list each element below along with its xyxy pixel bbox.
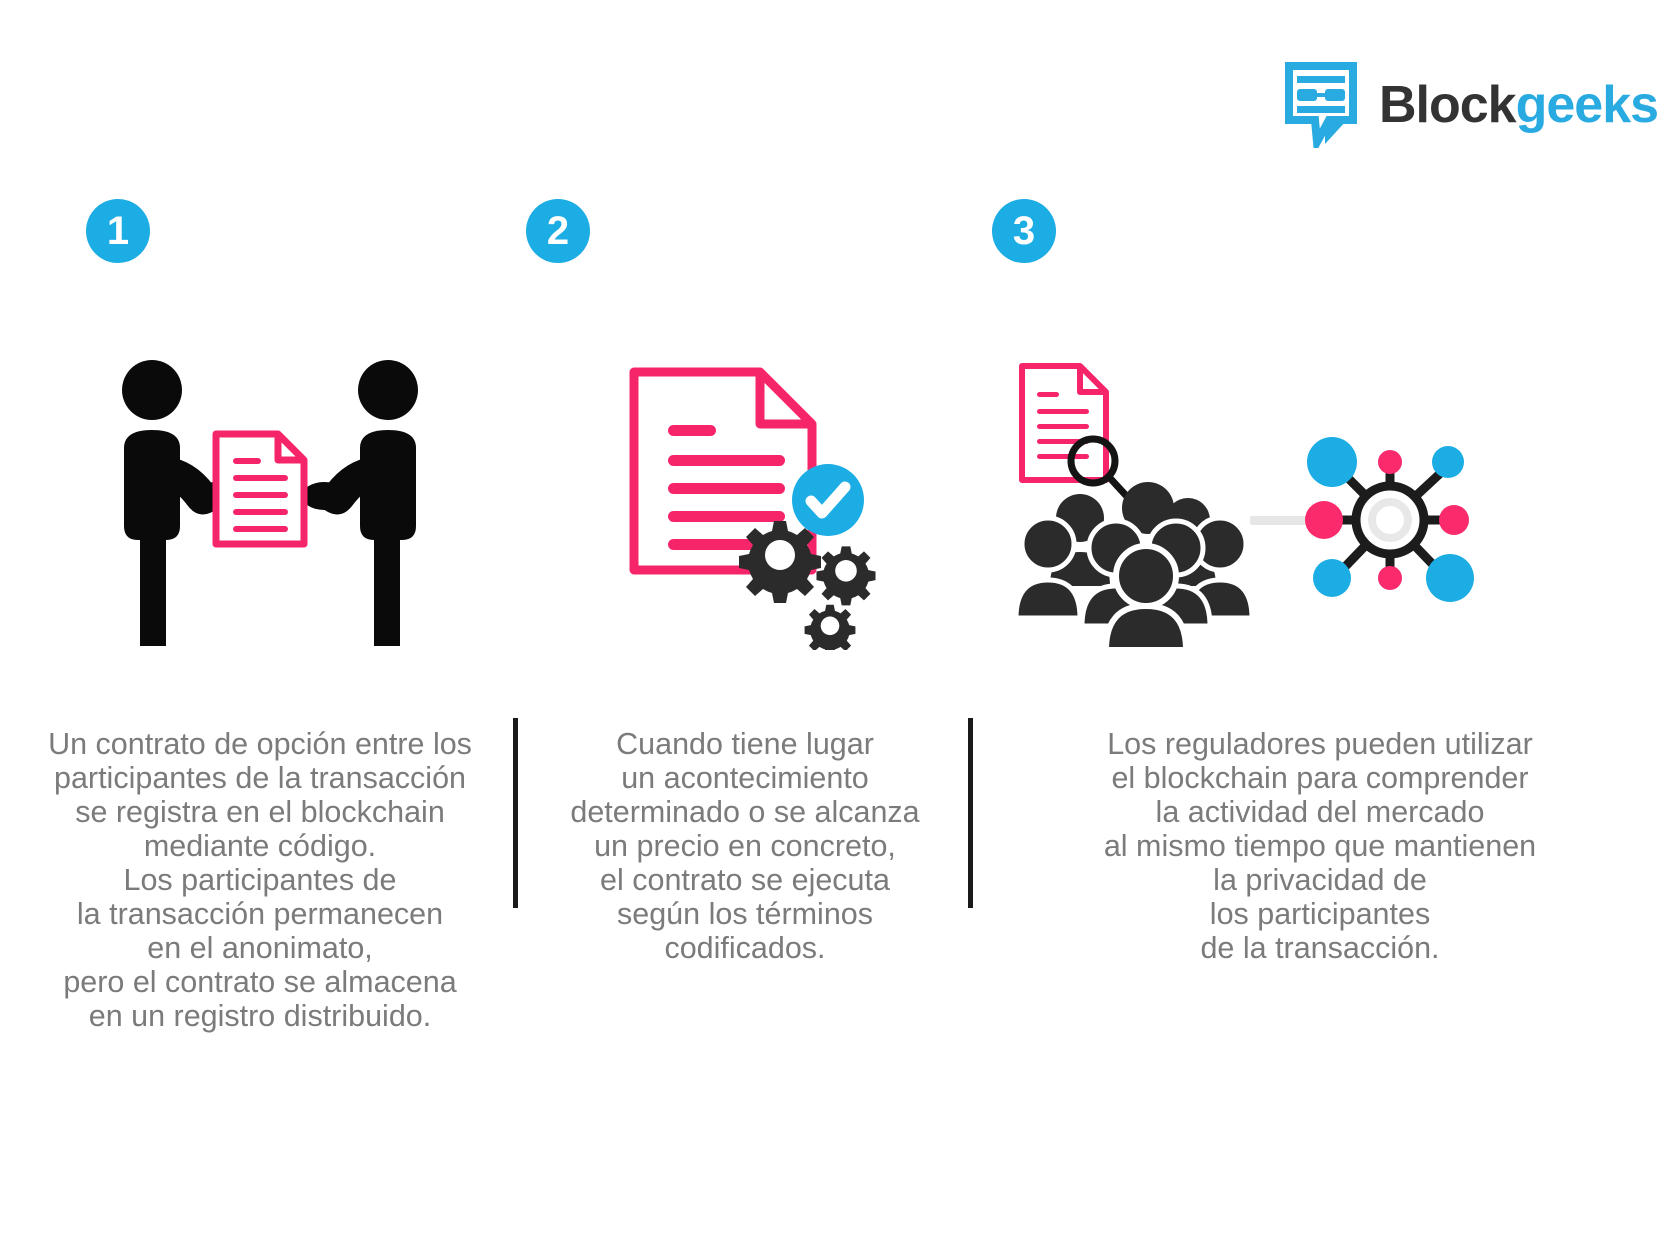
step-column-2: 2 [520, 0, 970, 1250]
illustration-regulators-network [980, 350, 1480, 653]
blockgeeks-speech-bubble-icon [1285, 62, 1357, 148]
step-column-3: 3 [970, 0, 1668, 1250]
brand-name-accent: geeks [1515, 76, 1659, 134]
illustration-handshake-contract [100, 348, 440, 648]
column-divider-2 [968, 718, 973, 908]
crowd-of-people-icon [1013, 482, 1255, 653]
step-badge-2: 2 [526, 199, 590, 263]
illustration-contract-executes [600, 350, 920, 656]
network-nodes-icon [1305, 437, 1474, 602]
check-circle-icon [792, 464, 864, 536]
step-number-1: 1 [106, 209, 130, 253]
gears-icon [739, 521, 876, 656]
step-column-1: 1 [0, 0, 520, 1250]
contract-document-icon [629, 367, 817, 575]
step-number-3: 3 [1012, 209, 1036, 253]
step-badge-3: 3 [992, 199, 1056, 263]
audited-document-icon [1019, 363, 1109, 483]
brand-wordmark: Blockgeeks [1379, 76, 1659, 134]
step-caption-3: Los reguladores pueden utilizar el block… [1103, 727, 1537, 965]
step-number-2: 2 [546, 209, 570, 253]
person-left-icon [122, 360, 238, 646]
step-badge-1: 1 [86, 199, 150, 263]
person-right-icon [302, 360, 418, 646]
brand-name-dark: Block [1379, 76, 1517, 134]
contract-document-icon [212, 430, 308, 548]
step-caption-2: Cuando tiene lugar un acontecimiento det… [570, 727, 920, 965]
step-caption-1: Un contrato de opción entre los particip… [48, 727, 472, 1033]
brand-logo: Blockgeeks [1285, 62, 1659, 148]
column-divider-1 [513, 718, 518, 908]
